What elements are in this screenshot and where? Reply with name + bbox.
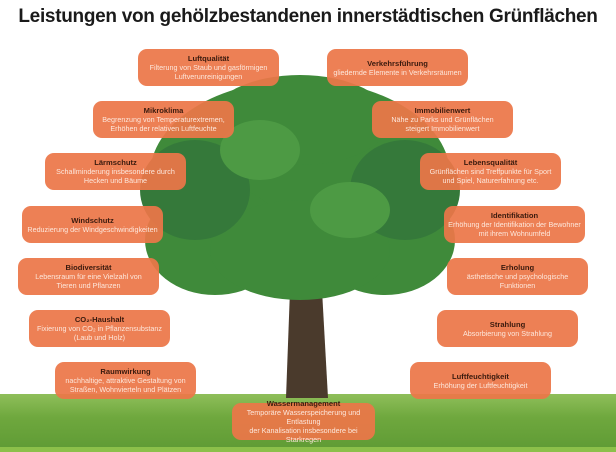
box-heading: Luftqualität <box>187 54 230 63</box>
box-heading: Identifikation <box>490 211 539 220</box>
box-heading: Windschutz <box>71 215 114 225</box>
box-text: Filterung von Staub und gasförmigen <box>149 63 268 72</box>
grass-border <box>0 447 616 452</box>
box-text: Tieren und Pflanzen <box>56 281 121 290</box>
box-heading: Lärmschutz <box>94 158 137 167</box>
box-text: Grünflächen sind Treffpunkte für Sport <box>429 167 552 176</box>
box-text: Schallminderung insbesondere durch <box>56 167 175 176</box>
box-text: Erhöhung der Identifikation der Bewohner <box>448 220 581 229</box>
box-text: Erhöhen der relativen Luftfeuchte <box>110 124 217 133</box>
box-text: Luftverunreinigungen <box>174 72 243 81</box>
box-text: Fixierung von CO₂ in Pflanzensubstanz <box>36 324 163 333</box>
box-heading: Luftfeuchtigkeit <box>452 371 509 381</box>
box-text: Erhöhung der Luftfeuchtigkeit <box>433 380 528 390</box>
box-text: Funktionen <box>499 281 536 290</box>
box-heading: Wassermanagement <box>266 399 341 408</box>
page-title: Leistungen von gehölzbestandenen innerst… <box>18 6 598 27</box>
box-heading: Erholung <box>500 263 535 272</box>
box-text: ästhetische und psychologische <box>466 272 569 281</box>
box-heading: Immobilienwert <box>414 106 471 115</box>
box-text: der Kanalisation insbesondere bei Starkr… <box>249 426 358 444</box>
box-text: steigert Immobilienwert <box>405 124 480 133</box>
box-text: (Laub und Holz) <box>73 333 126 342</box>
box-text: Absorbierung von Strahlung <box>462 328 553 338</box>
box-heading: Verkehrsführung <box>367 58 428 68</box>
box-heading: Biodiversität <box>65 263 112 272</box>
box-heading: Mikroklima <box>143 106 184 115</box>
box-heading: Raumwirkung <box>100 367 151 376</box>
box-text: Temporäre Wasserspeicherung und Entlastu… <box>246 408 361 426</box>
box-heading: Lebensqualität <box>463 158 518 167</box>
box-text: Begrenzung von Temperaturextremen, <box>102 115 225 124</box>
box-text: Nähe zu Parks und Grünflächen <box>391 115 494 124</box>
box-text: gliedernde Elemente in Verkehrsräumen <box>333 67 462 77</box>
box-heading: CO₂-Haushalt <box>74 315 125 324</box>
box-text: Straßen, Wohnvierteln und Plätzen <box>69 385 182 394</box>
box-text: Hecken und Bäume <box>83 176 148 185</box>
box-text: nachhaltige, attraktive Gestaltung von <box>65 376 186 385</box>
box-text: mit ihrem Wohnumfeld <box>478 229 551 238</box>
tree-trunk <box>286 290 328 398</box>
box-heading: Strahlung <box>489 319 526 329</box>
box-text: Reduzierung der Windgeschwindigkeiten <box>27 224 158 234</box>
box-text: Lebensraum für eine Vielzahl von <box>35 272 142 281</box>
box-text: und Spiel, Naturerfahrung etc. <box>442 176 539 185</box>
